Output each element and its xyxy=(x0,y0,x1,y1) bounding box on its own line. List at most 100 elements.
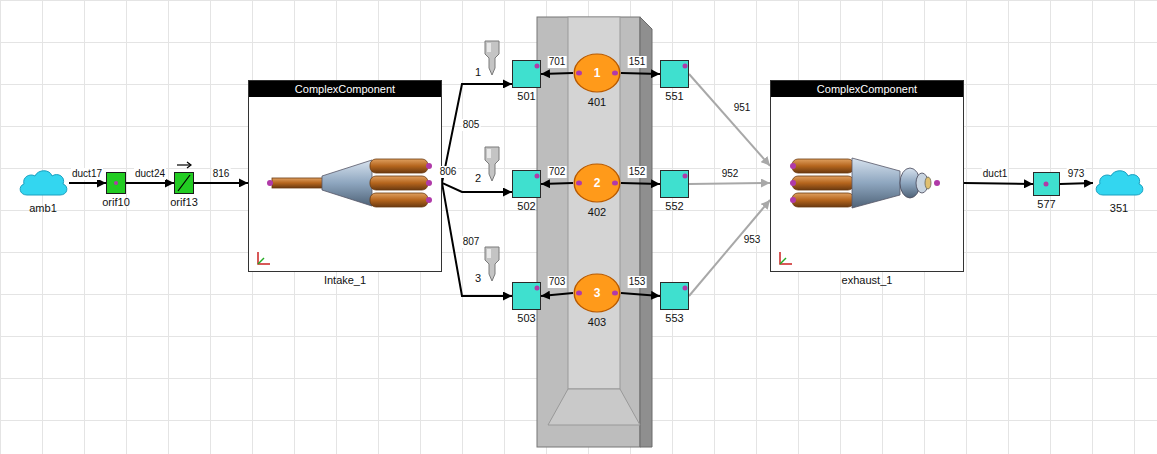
connector-label: 152 xyxy=(628,166,647,178)
part-name: amb1 xyxy=(29,202,57,215)
port-box-outline xyxy=(661,171,688,197)
ambient-cloud: amb1 xyxy=(17,167,69,199)
part-name: 1 xyxy=(475,66,481,79)
orifice-box-outline xyxy=(175,173,193,193)
intake-manifold-picture xyxy=(258,159,432,264)
connector xyxy=(689,200,770,296)
port-box-outline xyxy=(513,283,540,309)
cylinder-number: 1 xyxy=(573,53,621,93)
part-name: exhaust_1 xyxy=(842,274,893,287)
ambient-cloud-outline xyxy=(17,167,69,199)
injector: 2 xyxy=(484,146,500,182)
component-type: ComplexComponent xyxy=(771,81,963,97)
cylinder-number: 3 xyxy=(573,273,621,313)
cylinder-circle: 2402 xyxy=(573,163,621,203)
connector-label: duct24 xyxy=(134,168,166,180)
part-name: 577 xyxy=(1037,198,1055,211)
engine-column xyxy=(568,17,620,389)
connector xyxy=(442,183,512,296)
part-name: Intake_1 xyxy=(324,274,366,287)
port-box-outline xyxy=(661,61,688,87)
orifice-box: orif10 xyxy=(106,172,126,194)
injector: 3 xyxy=(484,246,500,282)
port-box: 502 xyxy=(512,170,541,198)
complex-component-outline xyxy=(249,81,441,271)
exhaust-manifold-picture xyxy=(780,158,940,264)
injector-outline xyxy=(484,146,500,182)
part-name: 2 xyxy=(475,172,481,185)
port-box: 501 xyxy=(512,60,541,88)
connector xyxy=(541,183,573,184)
cylinder-circle: 3403 xyxy=(573,273,621,313)
connector-label: duct1 xyxy=(982,168,1008,180)
connector xyxy=(621,293,660,296)
injector-outline xyxy=(484,246,500,282)
port-box: 577 xyxy=(1033,172,1060,196)
part-name: 401 xyxy=(588,96,606,109)
orifice-box: orif13 xyxy=(174,172,194,194)
port-box-outline xyxy=(1034,173,1059,195)
connector-label: 805 xyxy=(462,119,481,131)
injector: 1 xyxy=(484,40,500,76)
port-box-outline xyxy=(513,171,540,197)
cylinder-circle: 1401 xyxy=(573,53,621,93)
connector xyxy=(964,183,1033,184)
part-name: 351 xyxy=(1110,202,1128,215)
connector-label: duct17 xyxy=(71,168,103,180)
orifice-symbols xyxy=(114,162,191,191)
connector xyxy=(689,183,770,184)
part-name: 402 xyxy=(588,206,606,219)
part-name: 501 xyxy=(517,90,535,103)
port-box: 552 xyxy=(660,170,689,198)
engine-body xyxy=(537,17,640,447)
connector-label: 703 xyxy=(548,276,567,288)
connector-label: 701 xyxy=(548,56,567,68)
ambient-cloud: 351 xyxy=(1093,167,1145,199)
complex-component: ComplexComponentexhaust_1 xyxy=(770,80,964,272)
engine-side xyxy=(640,17,652,447)
part-name: orif10 xyxy=(102,196,130,209)
injector-outline xyxy=(484,40,500,76)
port-dots xyxy=(535,64,1049,291)
connector-label: 153 xyxy=(628,276,647,288)
connector-label: 806 xyxy=(439,166,458,178)
ambient-cloud-outline xyxy=(1093,167,1145,199)
connector xyxy=(541,293,573,296)
connector xyxy=(126,182,174,184)
connector-label: 973 xyxy=(1067,168,1086,180)
port-box-outline xyxy=(661,283,688,309)
cylinder-number: 2 xyxy=(573,163,621,203)
connector xyxy=(194,182,248,184)
connector xyxy=(69,182,106,184)
part-name: 553 xyxy=(665,312,683,325)
part-name: 403 xyxy=(588,316,606,329)
connector xyxy=(621,73,660,74)
part-name: 551 xyxy=(665,90,683,103)
connector-label: 702 xyxy=(548,166,567,178)
part-name: orif13 xyxy=(170,196,198,209)
port-box-outline xyxy=(513,61,540,87)
connector-label: 951 xyxy=(733,102,752,114)
part-name: 552 xyxy=(665,200,683,213)
connector xyxy=(442,183,512,192)
port-box: 553 xyxy=(660,282,689,310)
complex-component-outline xyxy=(771,81,963,271)
complex-component: ComplexComponentIntake_1 xyxy=(248,80,442,272)
orifice-box-outline xyxy=(107,173,125,193)
connector xyxy=(541,73,573,74)
connector xyxy=(442,84,512,183)
connector-label: 151 xyxy=(628,56,647,68)
connector xyxy=(1060,183,1093,184)
engine-base xyxy=(548,389,640,425)
connector-label: 816 xyxy=(212,168,231,180)
component-type: ComplexComponent xyxy=(249,81,441,97)
connector xyxy=(689,74,770,166)
port-box: 503 xyxy=(512,282,541,310)
port-box: 551 xyxy=(660,60,689,88)
connector-label: 807 xyxy=(462,236,481,248)
part-name: 503 xyxy=(517,312,535,325)
part-name: 502 xyxy=(517,200,535,213)
